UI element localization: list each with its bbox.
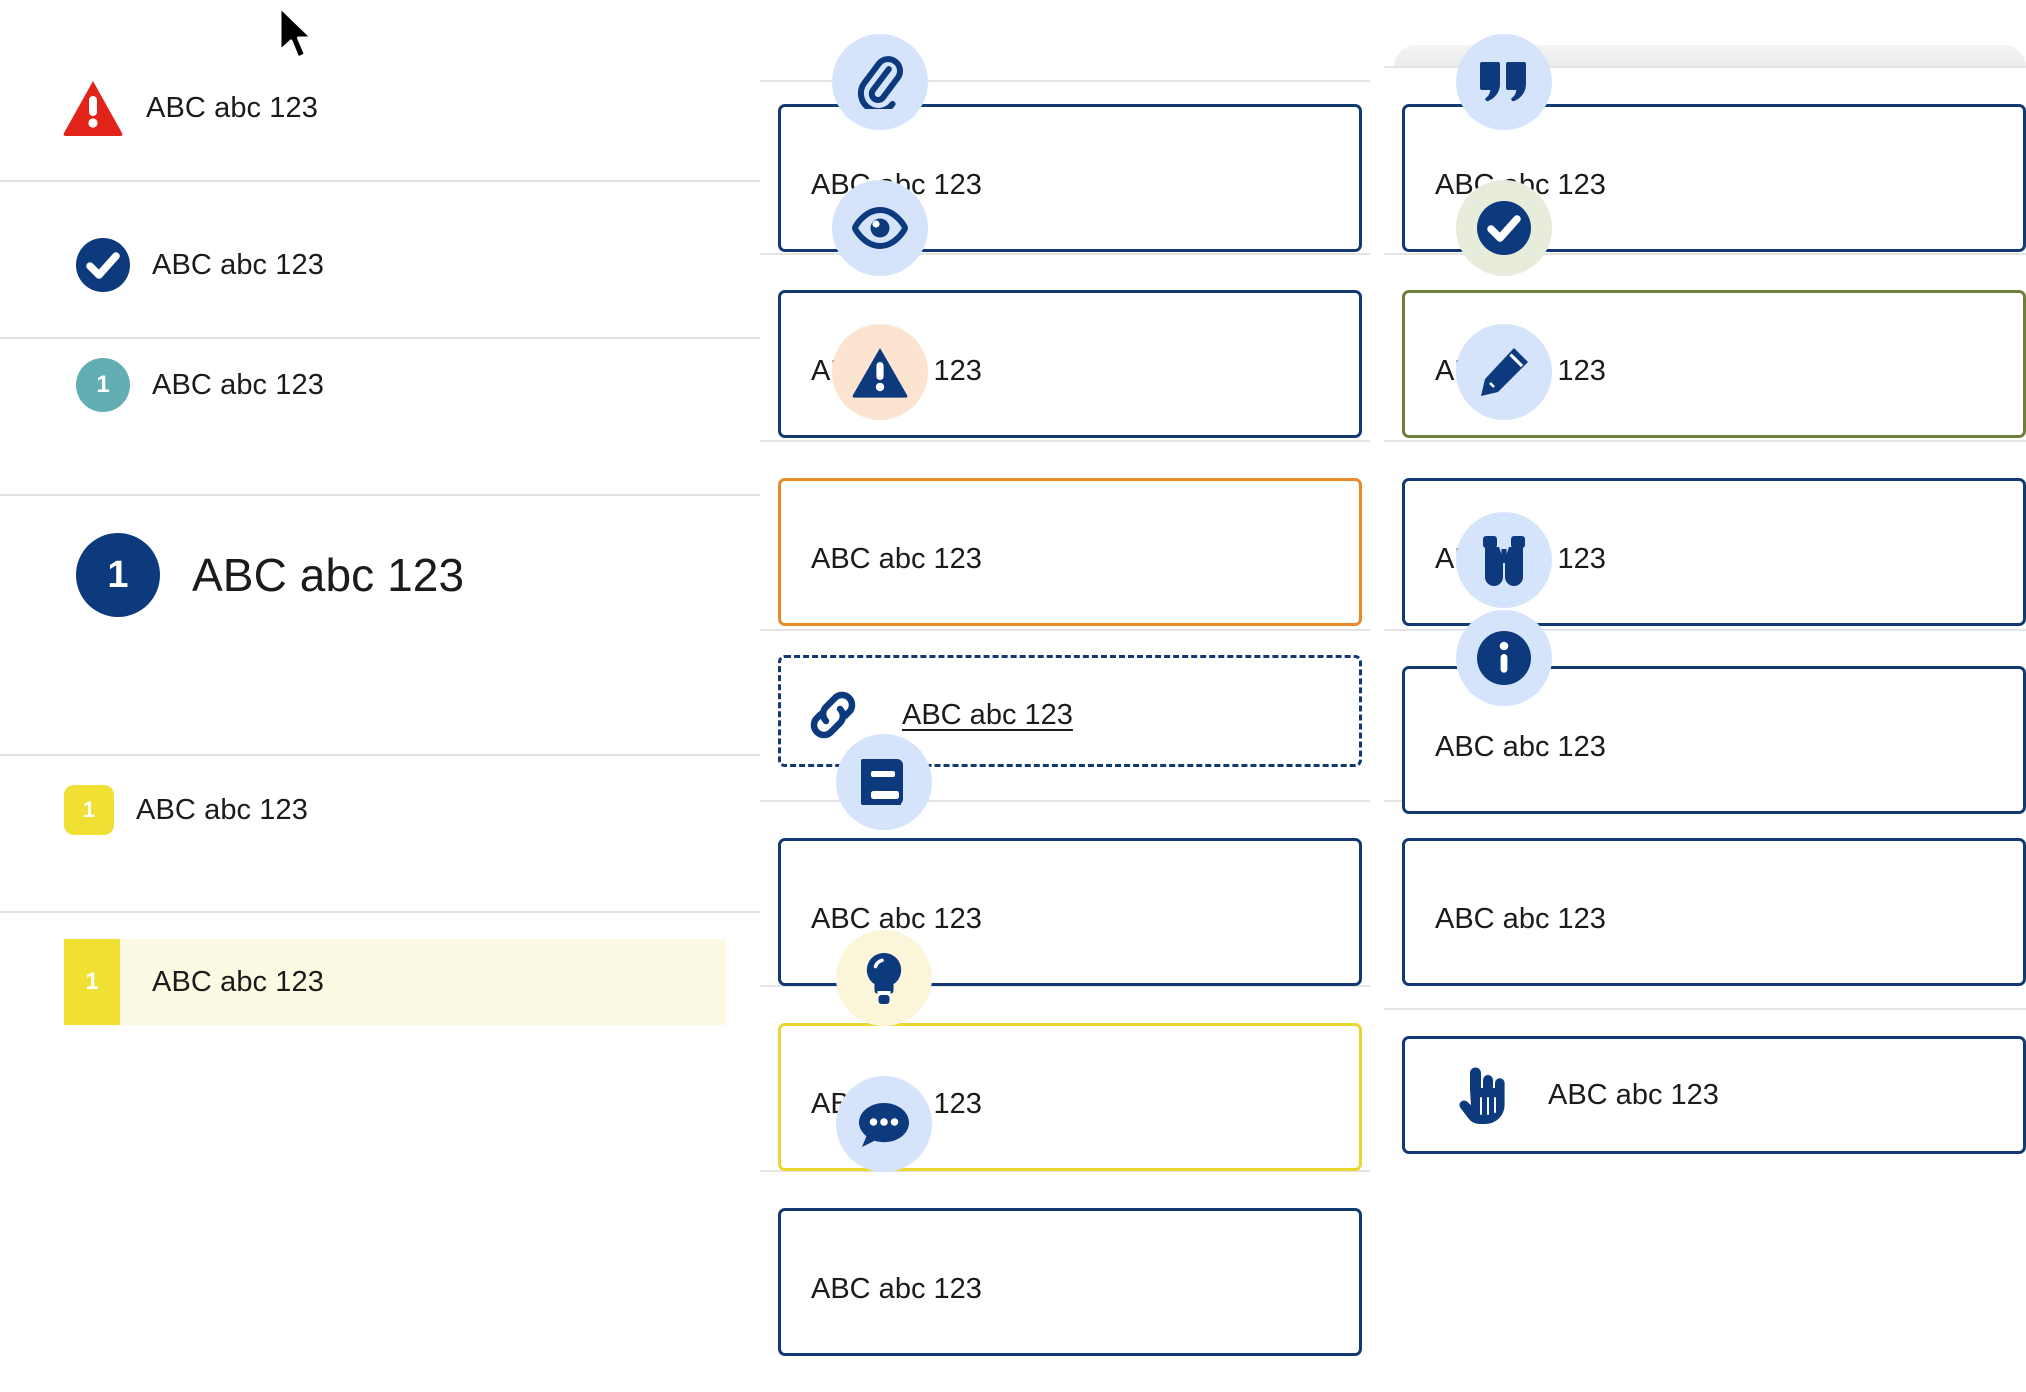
pencil-icon [1456, 324, 1552, 420]
card-info[interactable]: ABC abc 123 [1402, 838, 2026, 986]
list-item-alert[interactable]: ABC abc 123 [62, 68, 318, 148]
link-row[interactable]: ABC abc 123 [800, 682, 1073, 748]
quote-icon [1456, 34, 1552, 130]
list-item-label: ABC abc 123 [152, 965, 324, 998]
list-item-yellow-badge[interactable]: 1 ABC abc 123 [64, 770, 308, 850]
card-label: ABC abc 123 [1435, 903, 1606, 935]
divider [760, 440, 1370, 442]
list-item-label: ABC abc 123 [152, 248, 324, 281]
top-panel [1394, 45, 2026, 67]
number-badge-yellow-icon: 1 [64, 785, 114, 835]
pointing-hand-icon [1452, 1062, 1514, 1128]
binoculars-icon [1456, 512, 1552, 608]
warning-triangle-icon [832, 324, 928, 420]
left-column: ABC abc 123 ABC abc 123 1 ABC abc 123 1 … [0, 0, 760, 1392]
action-row[interactable]: ABC abc 123 [1452, 1062, 1719, 1128]
badge-number: 1 [76, 533, 160, 617]
card-label: ABC abc 123 [1435, 731, 1606, 763]
list-item-label: ABC abc 123 [146, 91, 318, 124]
list-item-label: ABC abc 123 [136, 793, 308, 826]
alert-triangle-icon [62, 79, 124, 137]
divider [1384, 629, 2026, 631]
number-badge-yellow-flat-icon: 1 [64, 939, 120, 1025]
card-action[interactable] [1402, 1036, 2026, 1154]
comment-bubble-icon [836, 1076, 932, 1172]
divider [0, 911, 760, 913]
divider [760, 1170, 1370, 1172]
divider [760, 800, 1370, 802]
divider [0, 754, 760, 756]
badge-number: 1 [76, 358, 130, 412]
divider [1384, 440, 2026, 442]
divider [760, 253, 1370, 255]
card-warning[interactable]: ABC abc 123 [778, 478, 1362, 626]
divider [760, 985, 1370, 987]
divider [760, 80, 1370, 82]
number-badge-navy-large-icon: 1 [76, 533, 160, 617]
divider [0, 494, 760, 496]
check-circle-icon [1456, 180, 1552, 276]
list-item-selected[interactable]: 1 ABC abc 123 [64, 939, 726, 1025]
list-item-teal-badge[interactable]: 1 ABC abc 123 [76, 345, 324, 425]
info-circle-icon [1456, 610, 1552, 706]
divider [1384, 253, 2026, 255]
card-link-label[interactable]: ABC abc 123 [902, 698, 1073, 731]
paperclip-icon [832, 34, 928, 130]
list-item-large-badge[interactable]: 1 ABC abc 123 [76, 515, 464, 635]
card-label: ABC abc 123 [811, 543, 982, 575]
link-chain-icon [800, 682, 866, 748]
divider [760, 629, 1370, 631]
badge-number: 1 [64, 785, 114, 835]
card-label: ABC abc 123 [811, 903, 982, 935]
divider [0, 180, 760, 182]
check-circle-icon [76, 238, 130, 292]
number-badge-teal-icon: 1 [76, 358, 130, 412]
card-label: ABC abc 123 [811, 1273, 982, 1305]
divider [1384, 66, 2026, 68]
badge-number: 1 [64, 939, 120, 1025]
list-item-label-large: ABC abc 123 [192, 549, 465, 601]
list-item-label: ABC abc 123 [152, 368, 324, 401]
card-label: ABC abc 123 [1548, 1078, 1719, 1111]
list-item-check[interactable]: ABC abc 123 [76, 225, 324, 305]
cards-area: ABC abc 123 ABC abc 123 ABC abc 123 [760, 0, 2026, 1392]
book-icon [836, 734, 932, 830]
eye-icon [832, 180, 928, 276]
lightbulb-icon [836, 930, 932, 1026]
card-comment[interactable]: ABC abc 123 [778, 1208, 1362, 1356]
divider [1384, 1008, 2026, 1010]
divider [0, 337, 760, 339]
